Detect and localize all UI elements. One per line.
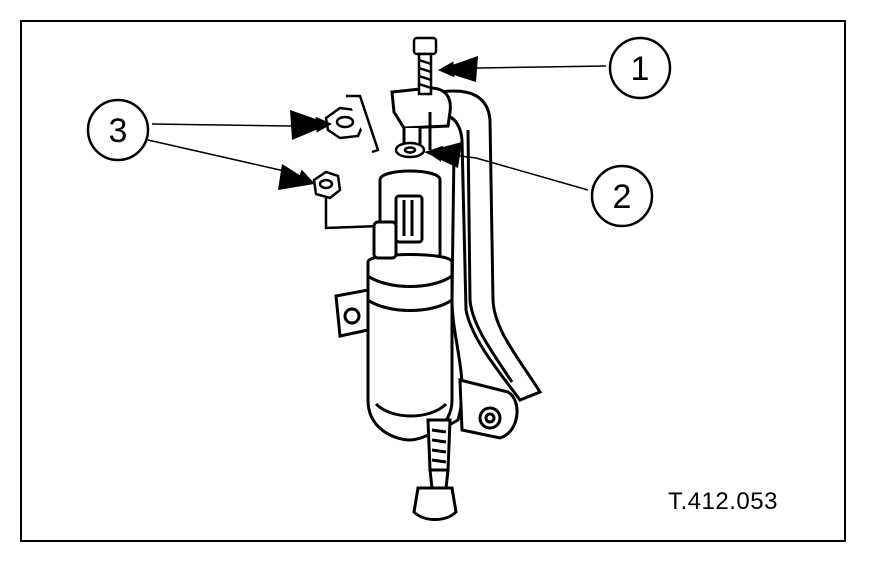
- receiver-drier: [366, 169, 454, 442]
- washer: [394, 141, 426, 159]
- callout-2-label: 2: [613, 178, 632, 216]
- clamp-bracket: [334, 288, 370, 338]
- callout-2: 2: [590, 164, 654, 228]
- figure-reference: T.412.053: [668, 488, 778, 515]
- callout-3: 3: [86, 98, 150, 162]
- hose: [412, 418, 458, 521]
- callout-3-label: 3: [109, 112, 128, 150]
- mounting-bracket: [390, 86, 452, 152]
- callout-1-label: 1: [631, 50, 650, 88]
- callout-leaders: [147, 61, 607, 191]
- mounting-foot: [458, 378, 519, 440]
- callout-1: 1: [608, 36, 672, 100]
- nut-lower: [312, 170, 381, 230]
- arrow-heads: [278, 56, 478, 190]
- bolt: [412, 36, 438, 96]
- nut-upper: [324, 94, 380, 154]
